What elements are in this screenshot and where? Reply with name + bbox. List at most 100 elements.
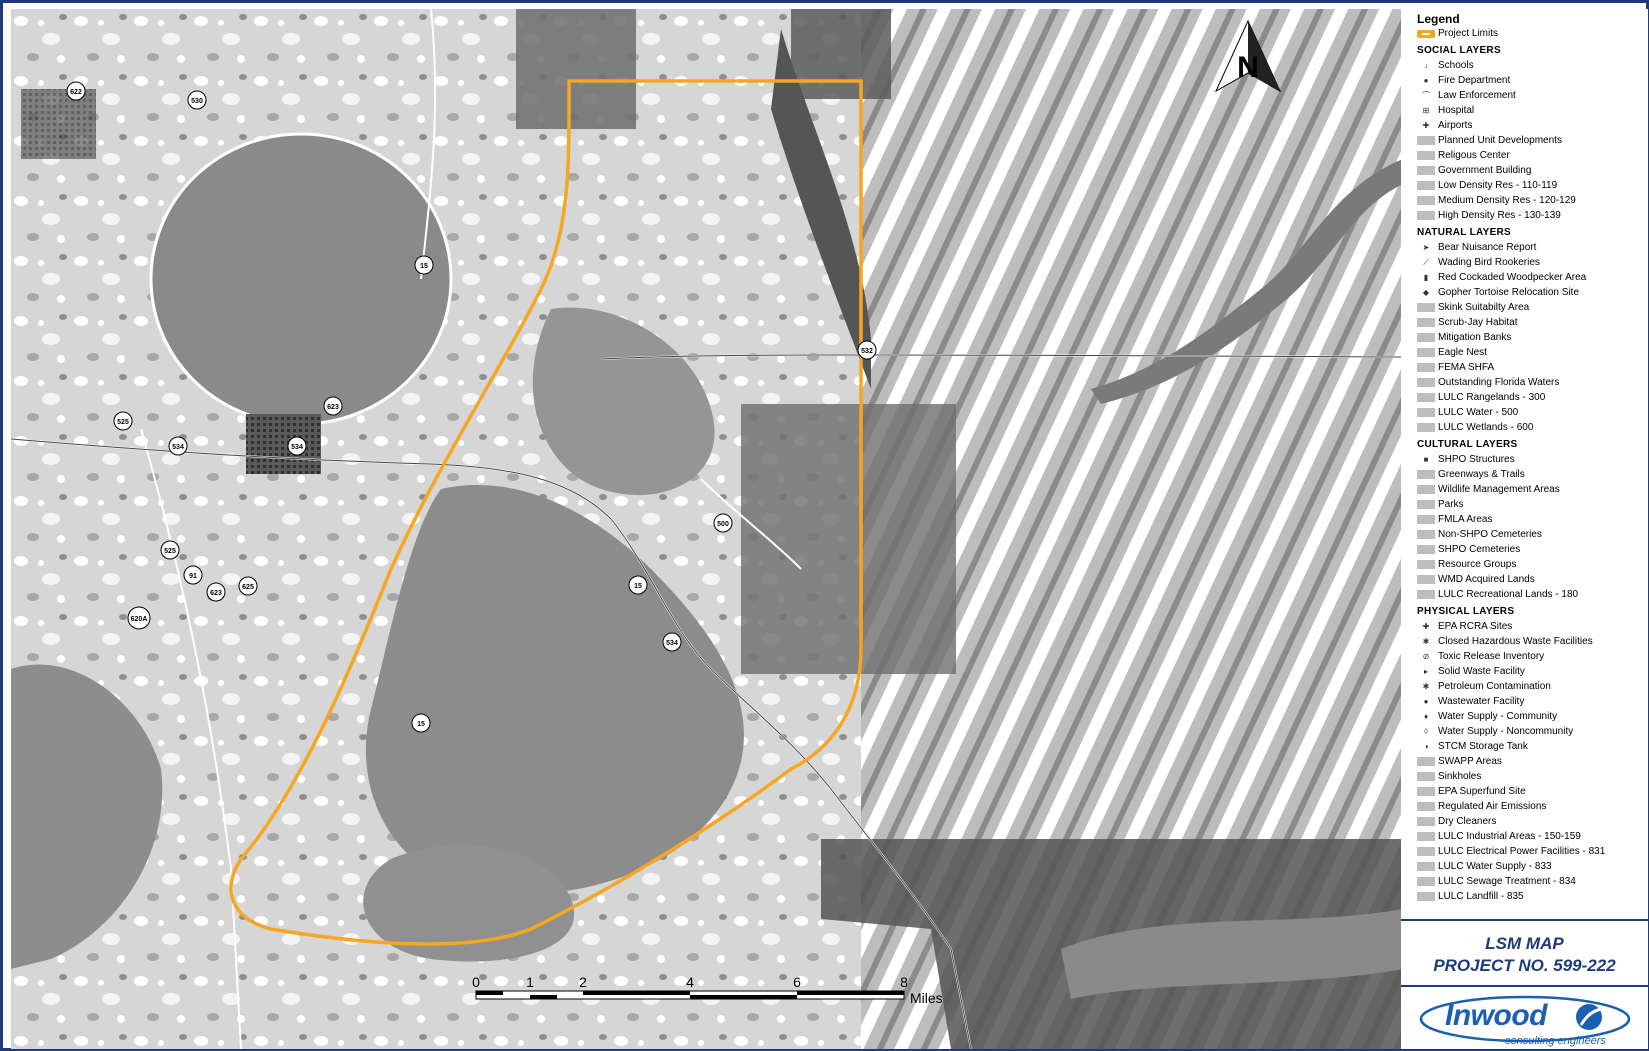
road-shield-label: 622 [70,89,82,96]
legend-item: ✚Airports [1417,118,1642,133]
scale-unit: Miles [910,990,943,1006]
legend-symbol-icon: ▸ [1423,667,1428,676]
legend-item-label: LULC Landfill - 835 [1438,891,1524,902]
legend-item: ■SHPO Structures [1417,452,1642,467]
legend-swatch [1417,485,1435,494]
legend-item: Eagle Nest [1417,345,1642,360]
scale-tick-6: 6 [793,974,801,990]
legend-item: LULC Water - 500 [1417,405,1642,420]
legend-symbol-icon: ⟋ [1423,258,1429,267]
legend-swatch [1417,862,1435,871]
legend-symbol-icon: ◆ [1422,288,1430,297]
legend-symbol-icon: ● [1423,697,1429,706]
legend-swatch [1417,802,1435,811]
legend-symbol-icon: ✱ [1422,637,1430,646]
legend-swatch [1417,470,1435,479]
project-number: PROJECT NO. 599-222 [1433,956,1616,975]
legend-swatch [1417,500,1435,509]
legend-item-label: Gopher Tortoise Relocation Site [1438,287,1580,298]
legend-swatch [1417,136,1435,145]
legend-item: Medium Density Res - 120-129 [1417,193,1642,208]
river-se [1061,909,1401,999]
legend-symbol-icon: ✚ [1422,121,1430,130]
legend-item: Non-SHPO Cemeteries [1417,527,1642,542]
road-shield-label: 15 [420,263,428,270]
legend-swatch [1417,408,1435,417]
legend-item: FEMA SHFA [1417,360,1642,375]
legend-swatch [1417,393,1435,402]
legend-swatch [1417,817,1435,826]
legend-item: LULC Landfill - 835 [1417,889,1642,904]
legend-item-label: Wading Bird Rookeries [1438,257,1540,268]
legend-group-heading: CULTURAL LAYERS [1417,439,1518,450]
legend-swatch [1417,787,1435,796]
legend-symbol-icon: ▮ [1423,273,1429,282]
road-shield: 622 [66,81,86,101]
lake [149,132,453,426]
legend-item-label: Water Supply - Noncommunity [1438,726,1574,737]
legend-item-label: Solid Waste Facility [1438,666,1525,677]
legend-swatch [1417,423,1435,432]
legend-group-heading: NATURAL LAYERS [1417,227,1512,238]
legend-item-label: Red Cockaded Woodpecker Area [1438,272,1587,283]
legend-item: LULC Sewage Treatment - 834 [1417,874,1642,889]
north-arrow: N [1214,19,1282,93]
north-arrow-label: N [1237,51,1259,84]
road-centerlines [11,354,1401,1049]
road-shield-label: 525 [117,419,129,426]
river-ne [1091,159,1401,404]
scale-tick-1: 1 [526,974,534,990]
legend-item-label: LULC Wetlands - 600 [1438,422,1534,433]
legend-item-label: Bear Nuisance Report [1438,242,1537,253]
road-shield-label: 620A [131,616,148,623]
legend-swatch [1417,575,1435,584]
legend-item-label: WMD Acquired Lands [1438,574,1535,585]
legend-item: ▸ Solid Waste Facility [1417,664,1642,679]
scale-tick-2: 2 [579,974,587,990]
road-shield-label: 625 [242,584,254,591]
road-shield: 525 [113,411,133,431]
legend-item: Outstanding Florida Waters [1417,375,1642,390]
legend-item-label: Closed Hazardous Waste Facilities [1438,636,1593,647]
legend-item-label: EPA RCRA Sites [1438,621,1513,632]
project-limits-outline[interactable] [229,79,863,946]
legend-item: ✚ EPA RCRA Sites [1417,619,1642,634]
legend-symbol-icon: ⊞ [1422,106,1430,115]
legend-item-label: Sinkholes [1438,771,1482,782]
road-shield: 623 [323,396,343,416]
legend-item-label: Schools [1438,60,1474,71]
terrain-dark-parcel [741,404,956,674]
legend-item: ♦Water Supply - Community [1417,709,1642,724]
terrain-wetland-strip [771,29,871,389]
legend-item: ⊞Hospital [1417,103,1642,118]
road-shields: 6225301553252553462353452591623625620A50… [66,81,877,733]
legend-swatch [1417,348,1435,357]
legend-item-label: LULC Electrical Power Facilities - 831 [1438,846,1606,857]
scale-tick-4: 4 [686,974,694,990]
road-shield-label: 623 [327,404,339,411]
legend-item: ➤Bear Nuisance Report [1417,240,1642,255]
legend-swatch [1417,303,1435,312]
legend-symbol-icon: ✚ [1422,622,1430,631]
road-shield-label: 91 [189,573,197,580]
legend-title: Legend [1417,12,1460,26]
western-water [11,664,163,969]
legend-item-label: LULC Recreational Lands - 180 [1438,589,1579,600]
legend-item-label: Petroleum Contamination [1438,681,1551,692]
terrain-blob-2 [532,307,715,496]
legend-swatch [1417,181,1435,190]
legend-item: FMLA Areas [1417,512,1642,527]
legend-swatch [1417,560,1435,569]
road-shield-label: 15 [417,721,425,728]
legend-item-label: STCM Storage Tank [1438,741,1528,752]
legend-item-project-limits: Project Limits [1417,26,1642,41]
road-shield: 534 [168,436,188,456]
legend-item: ⌒Law Enforcement [1417,88,1642,103]
legend-item-label: Law Enforcement [1438,90,1516,101]
legend-item-label: Mitigation Banks [1438,332,1512,343]
road-shield-label: 534 [172,444,184,451]
legend-item: Planned Unit Developments [1417,133,1642,148]
legend-item: Scrub-Jay Habitat [1417,315,1642,330]
legend-item: Government Building [1417,163,1642,178]
